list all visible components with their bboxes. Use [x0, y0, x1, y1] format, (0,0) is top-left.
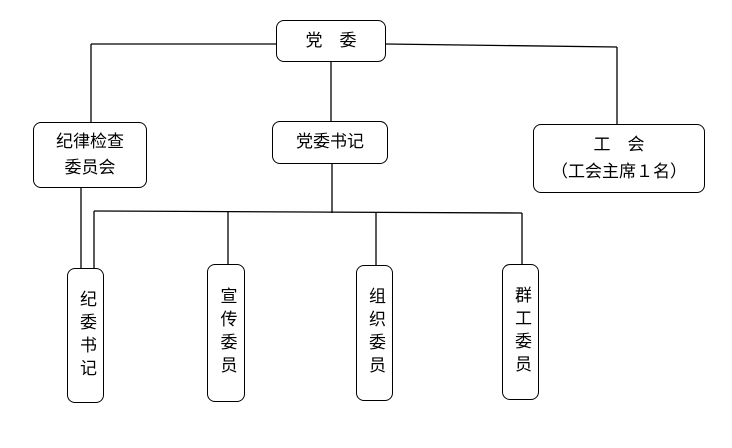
member-box-organization: 组织委员: [356, 265, 393, 401]
member-label-publicity: 宣传委员: [216, 287, 237, 379]
member-label-mass-work: 群工委员: [511, 286, 531, 378]
member-label-organization: 组织委员: [365, 287, 385, 379]
discipline-committee-line-1: 纪律检查: [56, 131, 124, 152]
discipline-committee-line-2: 委员会: [64, 158, 116, 178]
member-label-discipline-secretary: 纪委书记: [76, 289, 96, 382]
discipline-committee-text: 纪律检查 委员会: [56, 129, 124, 182]
discipline-committee-box: 纪律检查 委员会: [33, 122, 147, 188]
member-box-publicity: 宣传委员: [207, 264, 245, 402]
party-committee-label: 党 委: [305, 30, 357, 51]
trade-union-box: 工 会 （工会主席１名）: [533, 124, 705, 193]
connector-root-right: [385, 43, 618, 48]
party-committee-box: 党 委: [276, 20, 386, 62]
trade-union-line-1: 工 会: [593, 135, 645, 156]
party-secretary-label: 党委书记: [296, 132, 364, 153]
trade-union-line-2: （工会主席１名）: [551, 161, 687, 182]
connector-members-bus: [93, 210, 523, 214]
member-box-mass-work: 群工委员: [502, 264, 539, 400]
trade-union-text: 工 会 （工会主席１名）: [551, 132, 687, 185]
party-secretary-box: 党委书记: [272, 121, 388, 164]
member-box-discipline-secretary: 纪委书记: [67, 268, 104, 403]
